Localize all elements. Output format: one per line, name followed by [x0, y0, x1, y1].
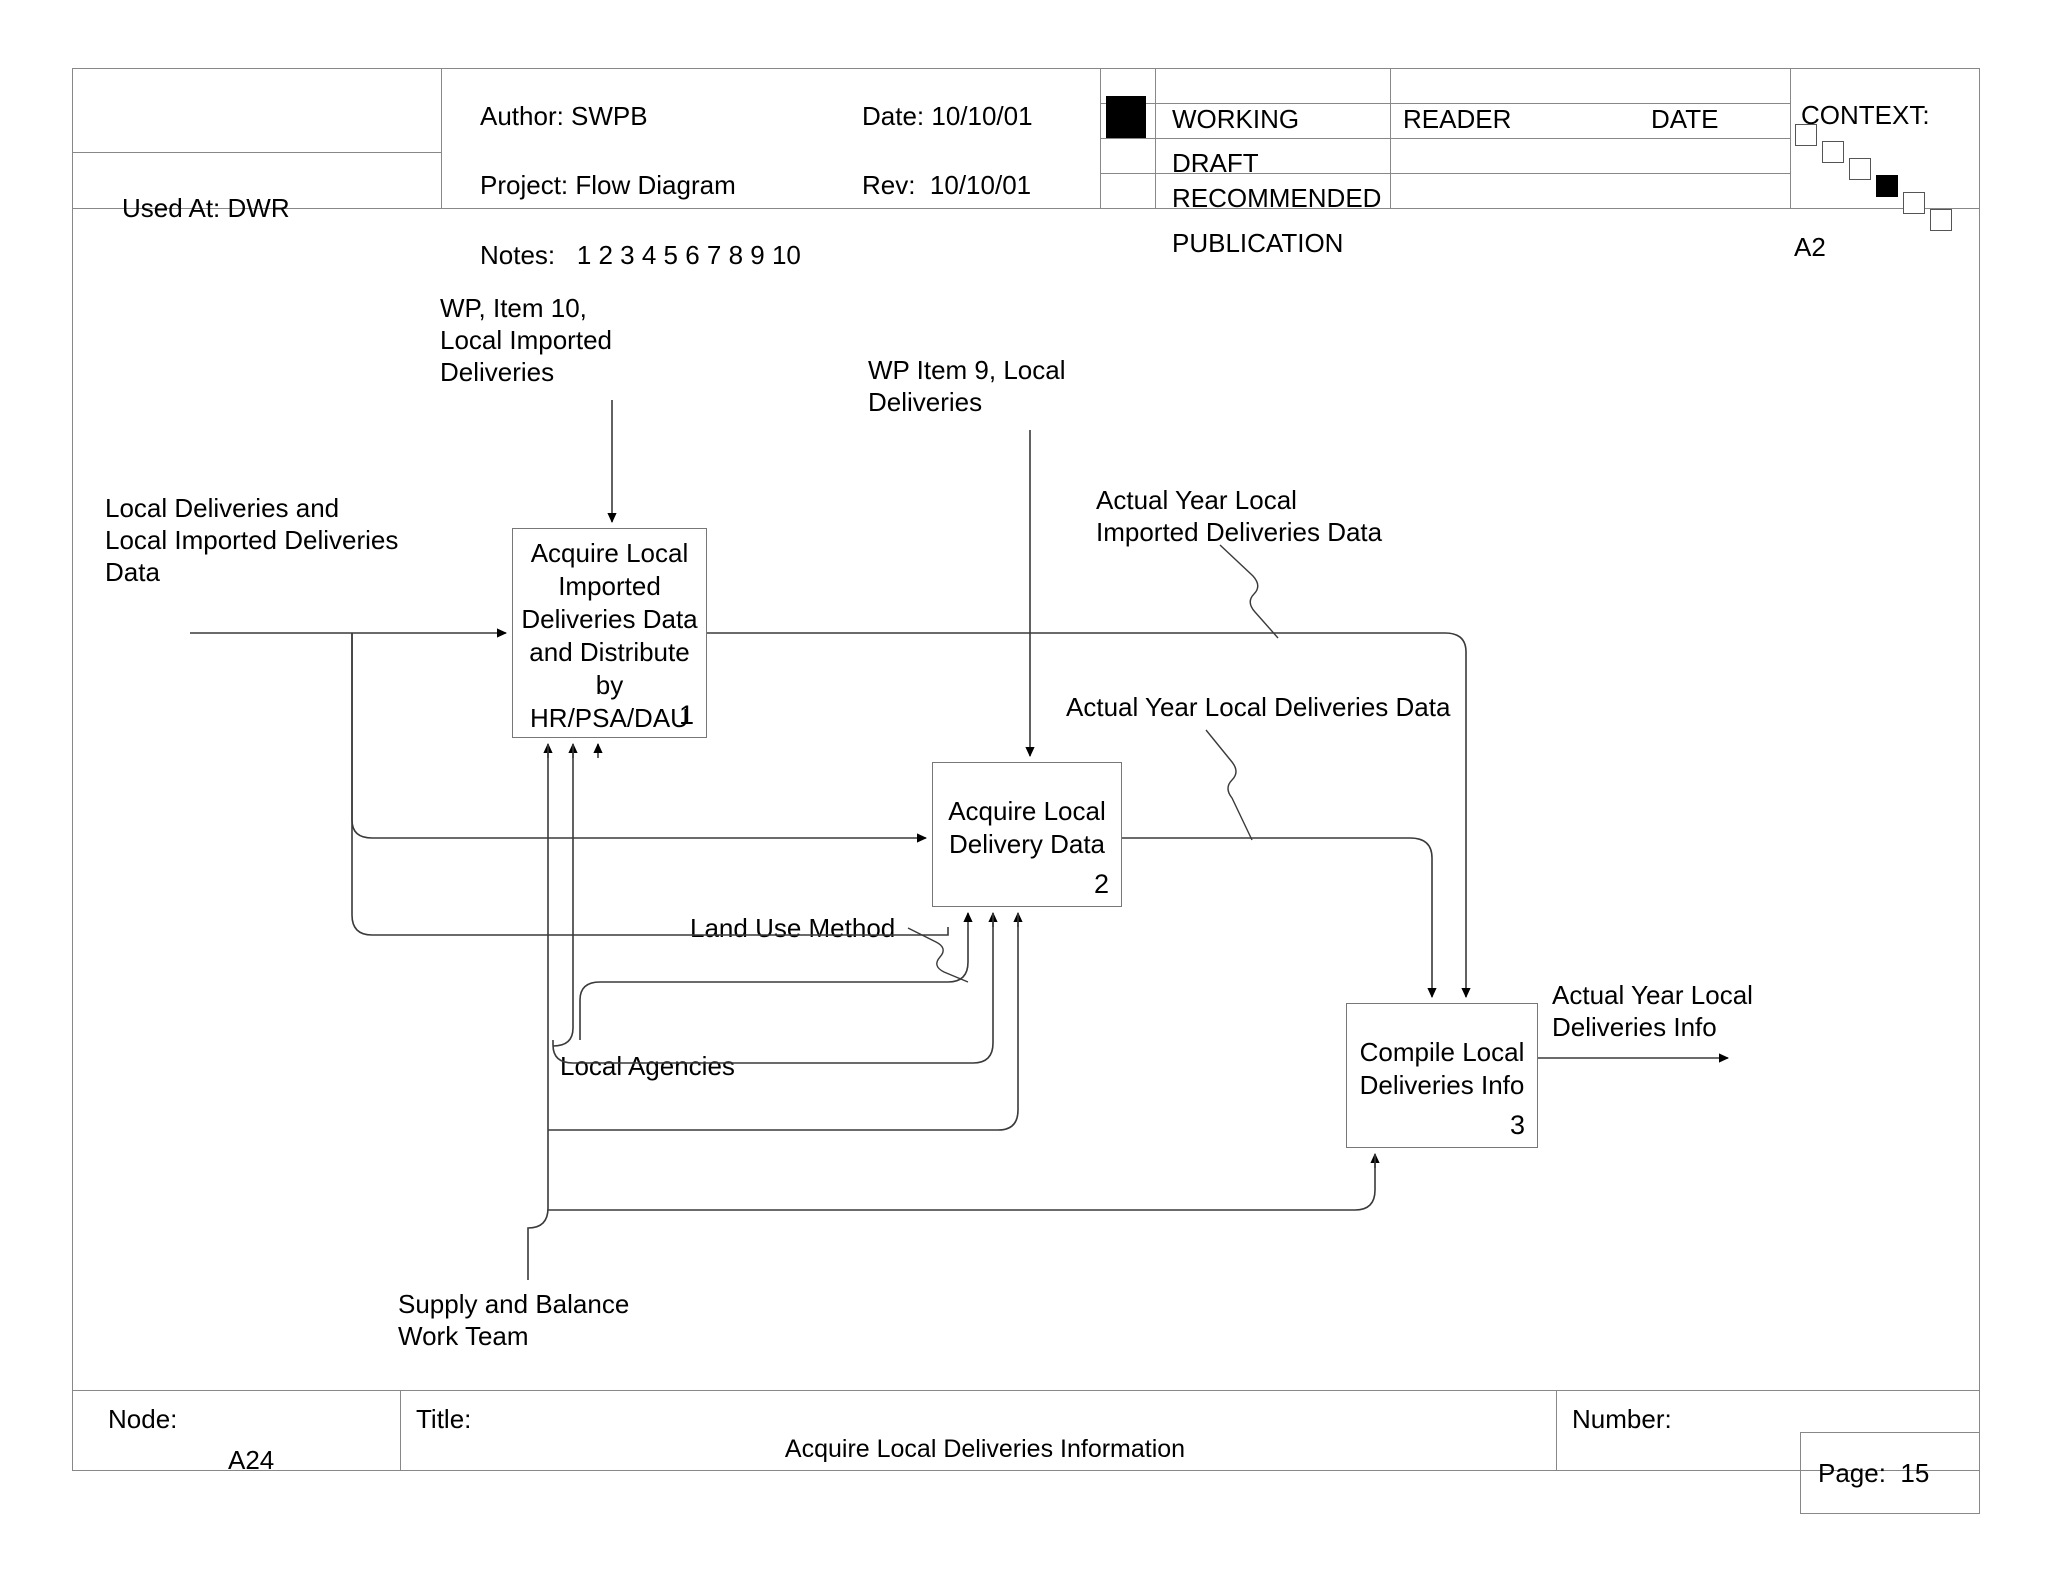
- context-square-3: [1849, 158, 1871, 180]
- footer-page-box-left: [1800, 1432, 1801, 1514]
- header-divider-used-at: [441, 68, 442, 209]
- header-divider-context: [1790, 68, 1791, 209]
- footer-node-value: A24: [228, 1445, 275, 1475]
- footer-divider-node: [400, 1390, 401, 1471]
- footer-title-value: Acquire Local Deliveries Information: [784, 1435, 1186, 1463]
- activity-box-1-title: Acquire Local Imported Deliveries Data a…: [521, 538, 698, 733]
- context-label: CONTEXT:: [1801, 100, 1930, 130]
- header-usedat-top-rule: [72, 152, 442, 153]
- status-label-publication: PUBLICATION: [1172, 228, 1344, 258]
- project-label: Project: Flow Diagram: [480, 170, 736, 200]
- reader-column-label: READER: [1403, 104, 1512, 134]
- notes-label: Notes: 1 2 3 4 5 6 7 8 9 10: [480, 240, 801, 270]
- status-row-rule-3: [1100, 208, 1790, 209]
- frame-bottom-border: [72, 1470, 1980, 1471]
- used-at-label: Used At: DWR: [122, 193, 290, 223]
- frame-footer-top-border: [72, 1390, 1980, 1391]
- status-checkbox-working[interactable]: [1106, 96, 1146, 138]
- status-label-recommended: RECOMMENDED: [1172, 183, 1382, 213]
- author-label: Author: SWPB: [480, 101, 648, 131]
- label-mechanism-land-use-method: Land Use Method: [690, 913, 896, 943]
- activity-box-3[interactable]: Compile Local Deliveries Info 3: [1346, 1003, 1538, 1148]
- label-output-local-deliveries-info: Actual Year Local Deliveries Info: [1552, 980, 1753, 1042]
- activity-box-1[interactable]: Acquire Local Imported Deliveries Data a…: [512, 528, 707, 738]
- status-label-working: WORKING: [1172, 104, 1300, 134]
- label-output-imported-deliveries-data: Actual Year Local Imported Deliveries Da…: [1096, 485, 1383, 547]
- label-input-local-deliveries-data: Local Deliveries and Local Imported Deli…: [105, 493, 399, 587]
- footer-number-label: Number:: [1572, 1404, 1672, 1434]
- context-square-6: [1930, 209, 1952, 231]
- context-square-1: [1795, 124, 1817, 146]
- frame-header-bottom-border: [72, 208, 1980, 209]
- label-control-wp-item-9: WP Item 9, Local Deliveries: [868, 355, 1066, 417]
- label-mechanism-supply-balance-work-team: Supply and Balance Work Team: [398, 1289, 630, 1351]
- status-row-rule-0: [1100, 103, 1790, 104]
- frame-top-border: [72, 68, 1980, 69]
- date-label: Date: 10/10/01: [862, 101, 1033, 131]
- activity-box-2-number: 2: [1093, 869, 1109, 899]
- activity-box-2-title: Acquire Local Delivery Data: [948, 796, 1106, 859]
- frame-left-border: [72, 68, 73, 1471]
- status-row-rule-2: [1100, 173, 1790, 174]
- footer-title-label: Title:: [416, 1404, 472, 1434]
- footer-page-label: Page: 15: [1818, 1458, 1930, 1488]
- status-label-draft: DRAFT: [1172, 148, 1259, 178]
- label-control-wp-item-10: WP, Item 10, Local Imported Deliveries: [440, 293, 612, 387]
- label-output-local-deliveries-data: Actual Year Local Deliveries Data: [1066, 692, 1451, 722]
- footer-page-box-right: [1979, 1432, 1980, 1514]
- context-square-2: [1822, 141, 1844, 163]
- date-column-label: DATE: [1651, 104, 1719, 134]
- rev-label: Rev: 10/10/01: [862, 170, 1032, 200]
- context-square-4-current: [1876, 175, 1898, 197]
- activity-box-2[interactable]: Acquire Local Delivery Data 2: [932, 762, 1122, 907]
- footer-page-box-bottom: [1800, 1513, 1980, 1514]
- activity-box-3-number: 3: [1509, 1110, 1525, 1140]
- status-row-rule-1: [1100, 138, 1790, 139]
- context-square-5: [1903, 192, 1925, 214]
- activity-box-1-number: 1: [678, 700, 694, 730]
- footer-node-label: Node:: [108, 1404, 178, 1434]
- footer-divider-number: [1556, 1390, 1557, 1471]
- frame-right-border: [1979, 68, 1980, 1471]
- footer-page-box-top: [1800, 1432, 1980, 1433]
- activity-box-3-title: Compile Local Deliveries Info: [1359, 1037, 1525, 1100]
- label-mechanism-local-agencies: Local Agencies: [560, 1051, 735, 1081]
- context-node-value: A2: [1794, 232, 1826, 262]
